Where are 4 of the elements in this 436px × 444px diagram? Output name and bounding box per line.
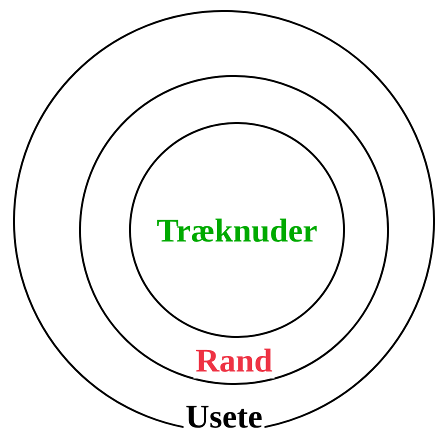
region-label: Rand: [193, 346, 275, 378]
circle: [79, 75, 389, 385]
circle: [13, 10, 435, 432]
circle: [129, 122, 345, 338]
